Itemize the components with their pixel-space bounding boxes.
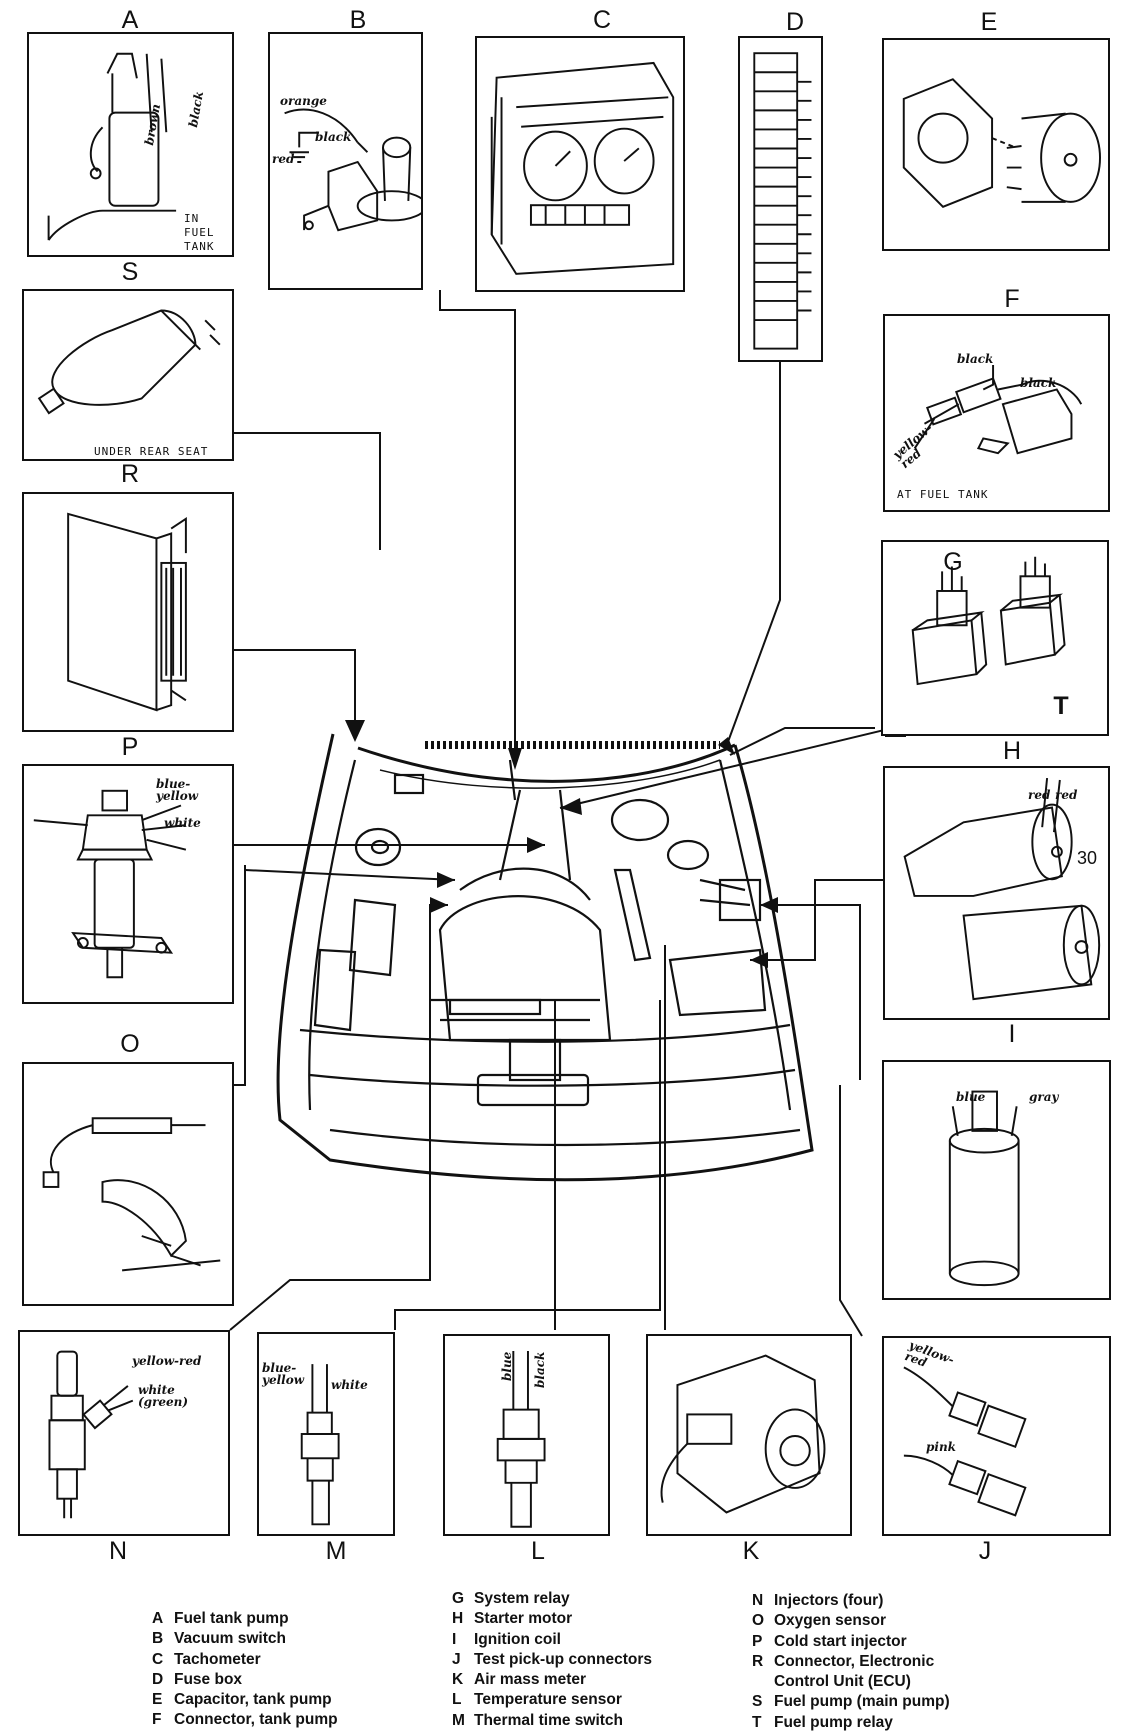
wire-label-blue-yellow: blue- yellow [262,1361,305,1387]
label-h: H [1002,737,1022,765]
panel-l-temperature-sensor: blue black [443,1334,610,1536]
panel-h-starter-motor: red red 30 [883,766,1110,1020]
wire-label-blue: blue [500,1351,514,1381]
panel-d-fuse-box [738,36,823,362]
legend-item-continuation: Control Unit (ECU) [774,1673,911,1691]
panel-k-air-mass-meter [646,1334,852,1536]
panel-i-ignition-coil: blue gray [882,1060,1111,1300]
panel-f-connector: black black yellow- red AT FUEL TANK [883,314,1110,512]
wire-label-red-2: red [1055,788,1078,802]
panel-j-test-pickup-connectors: yellow- red pink [882,1336,1111,1536]
label-t: T [1053,692,1069,720]
panel-a-fuel-tank-pump: brown black IN FUEL TANK [27,32,234,257]
label-m: M [325,1537,347,1565]
panel-b-vacuum-switch: orange red black [268,32,423,290]
wire-label-gray: gray [1029,1090,1059,1104]
label-g: G [943,548,963,576]
label-a: A [121,6,139,34]
panel-m-thermal-time-switch: blue- yellow white [257,1332,395,1536]
label-e: E [980,8,998,36]
wire-label-black-2: black [1020,376,1057,390]
label-o: O [120,1030,140,1058]
label-p: P [121,733,139,761]
label-r: R [120,460,140,488]
label-s: S [121,258,139,286]
label-k: K [742,1537,760,1565]
panel-c-tachometer [475,36,685,292]
wire-label-blue: blue [956,1090,986,1104]
wire-label-yellow-red: yellow-red [132,1354,202,1368]
panel-n-injectors: yellow-red white (green) [18,1330,230,1536]
wire-label-black: black [533,1351,547,1388]
label-n: N [108,1537,128,1565]
wire-label-black: black [315,130,352,144]
label-l: L [531,1537,545,1565]
label-j: J [978,1537,992,1565]
panel-p-cold-start-injector: blue- yellow white [22,764,234,1004]
wire-label-pink: pink [926,1440,956,1454]
caption-under-rear-seat: UNDER REAR SEAT [94,445,209,458]
wire-label-black-1: black [957,352,994,366]
label-d: D [785,8,805,36]
wire-label-red: red [272,152,295,166]
label-b: B [349,6,367,34]
wire-label-white-green: white (green) [138,1383,189,1409]
panel-r-ecu-connector [22,492,234,732]
panel-g-t-relays: G T [881,540,1109,736]
terminal-30: 30 [1076,848,1098,868]
wire-label-white: white [164,816,201,830]
wire-label-blue-yellow: blue- yellow [156,777,199,803]
caption-in-fuel-tank: IN FUEL TANK [184,212,215,253]
wire-label-white: white [331,1378,368,1392]
panel-e-capacitor [882,38,1110,251]
label-i: I [1008,1020,1016,1048]
label-c: C [592,6,612,34]
panel-o-oxygen-sensor [22,1062,234,1306]
caption-at-fuel-tank: AT FUEL TANK [897,488,989,501]
label-f: F [1004,285,1020,313]
wire-label-orange: orange [280,94,327,108]
wire-label-red-1: red [1028,788,1051,802]
panel-s-main-fuel-pump: UNDER REAR SEAT [22,289,234,461]
